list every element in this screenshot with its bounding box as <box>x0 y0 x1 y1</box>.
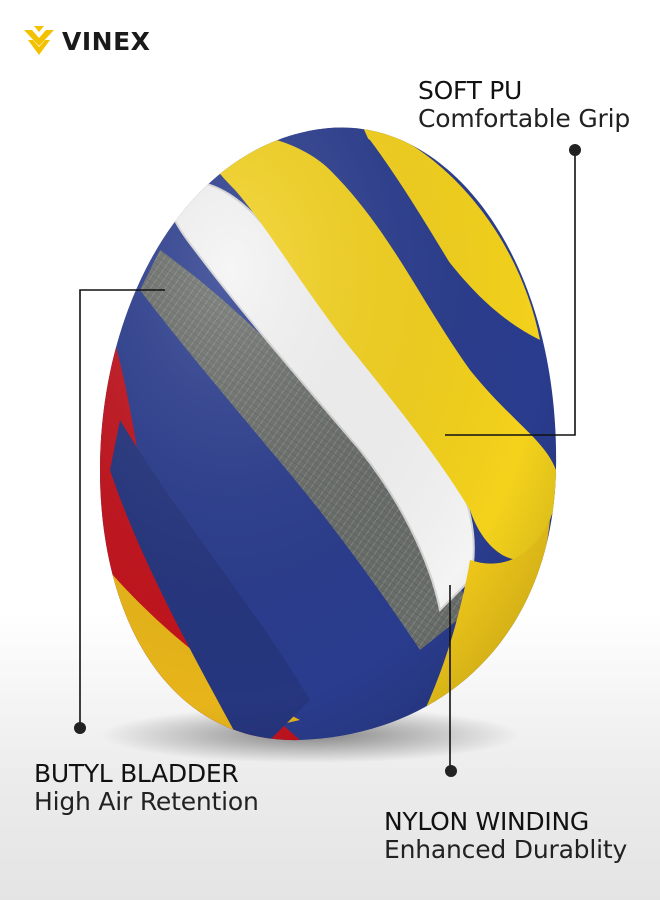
brand-logo: VINEX <box>22 24 150 58</box>
callout-butyl: BUTYL BLADDER High Air Retention <box>34 760 259 816</box>
leader-soft-pu <box>445 150 576 436</box>
dot-butyl <box>74 722 86 734</box>
callout-nylon: NYLON WINDING Enhanced Durablity <box>384 808 627 864</box>
brand-name: VINEX <box>62 26 151 56</box>
callout-nylon-subtitle: Enhanced Durablity <box>384 835 628 864</box>
dot-nylon <box>445 765 457 777</box>
dot-soft-pu <box>569 144 581 156</box>
callout-nylon-title: NYLON WINDING <box>384 807 589 836</box>
callout-butyl-subtitle: High Air Retention <box>34 787 259 816</box>
callout-soft-pu-subtitle: Comfortable Grip <box>418 104 631 133</box>
leader-butyl <box>79 289 165 728</box>
callout-butyl-title: BUTYL BLADDER <box>34 759 239 788</box>
callout-soft-pu: SOFT PU Comfortable Grip <box>418 77 630 133</box>
leader-lines <box>79 150 576 770</box>
vinex-shield-icon <box>24 26 54 55</box>
callout-soft-pu-title: SOFT PU <box>418 76 522 105</box>
